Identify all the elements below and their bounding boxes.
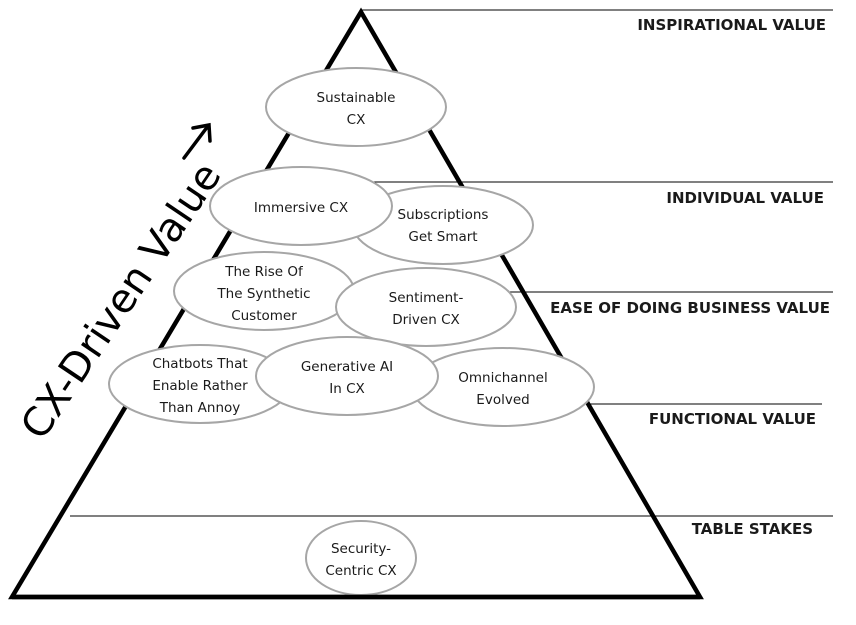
node-immersive-cx: Immersive CX xyxy=(209,166,393,246)
node-text-line: Sustainable xyxy=(317,90,396,106)
node-text-line: CX xyxy=(347,112,366,128)
svg-text:Immersive CX: Immersive CX xyxy=(254,200,348,216)
svg-text:Sentiment-Driven CX: Sentiment- Driven CX xyxy=(389,290,464,328)
node-text-line: The Rise Of xyxy=(224,264,304,280)
node-text-line: Sentiment- xyxy=(389,290,464,306)
node-text-line: In CX xyxy=(329,381,365,397)
tier-label-table-stakes: TABLE STAKES xyxy=(692,520,813,538)
node-text-line: Centric CX xyxy=(325,563,396,579)
node-text-line: Evolved xyxy=(476,392,529,408)
node-text-line: Subscriptions xyxy=(398,207,489,223)
node-text-line: Than Annoy xyxy=(159,400,241,416)
node-generative-ai-in-cx: Generative AI In CX xyxy=(255,336,439,416)
node-text-line: Generative AI xyxy=(301,359,393,375)
node-text-line: Security- xyxy=(331,541,391,557)
tier-label-inspirational: INSPIRATIONAL VALUE xyxy=(637,16,826,34)
node-text-line: Omnichannel xyxy=(458,370,548,386)
node-security-centric-cx: Security- Centric CX xyxy=(305,520,417,596)
tier-label-functional: FUNCTIONAL VALUE xyxy=(649,410,816,428)
node-text-line: Enable Rather xyxy=(152,378,248,394)
tier-label-ease: EASE OF DOING BUSINESS VALUE xyxy=(550,299,830,317)
node-text-line: Immersive CX xyxy=(254,200,348,216)
arrow-up-right-icon xyxy=(182,122,212,160)
node-text-line: Get Smart xyxy=(408,229,477,245)
node-text-line: Driven CX xyxy=(392,312,460,328)
node-sentiment-driven-cx: Sentiment- Driven CX xyxy=(335,267,517,347)
node-text-line: Customer xyxy=(231,308,297,324)
node-text-line: Chatbots That xyxy=(152,356,247,372)
node-text-line: The Synthetic xyxy=(216,286,310,302)
tier-label-individual: INDIVIDUAL VALUE xyxy=(666,189,824,207)
svg-text:Security-Centric CX: Security- Centric CX xyxy=(325,541,396,579)
